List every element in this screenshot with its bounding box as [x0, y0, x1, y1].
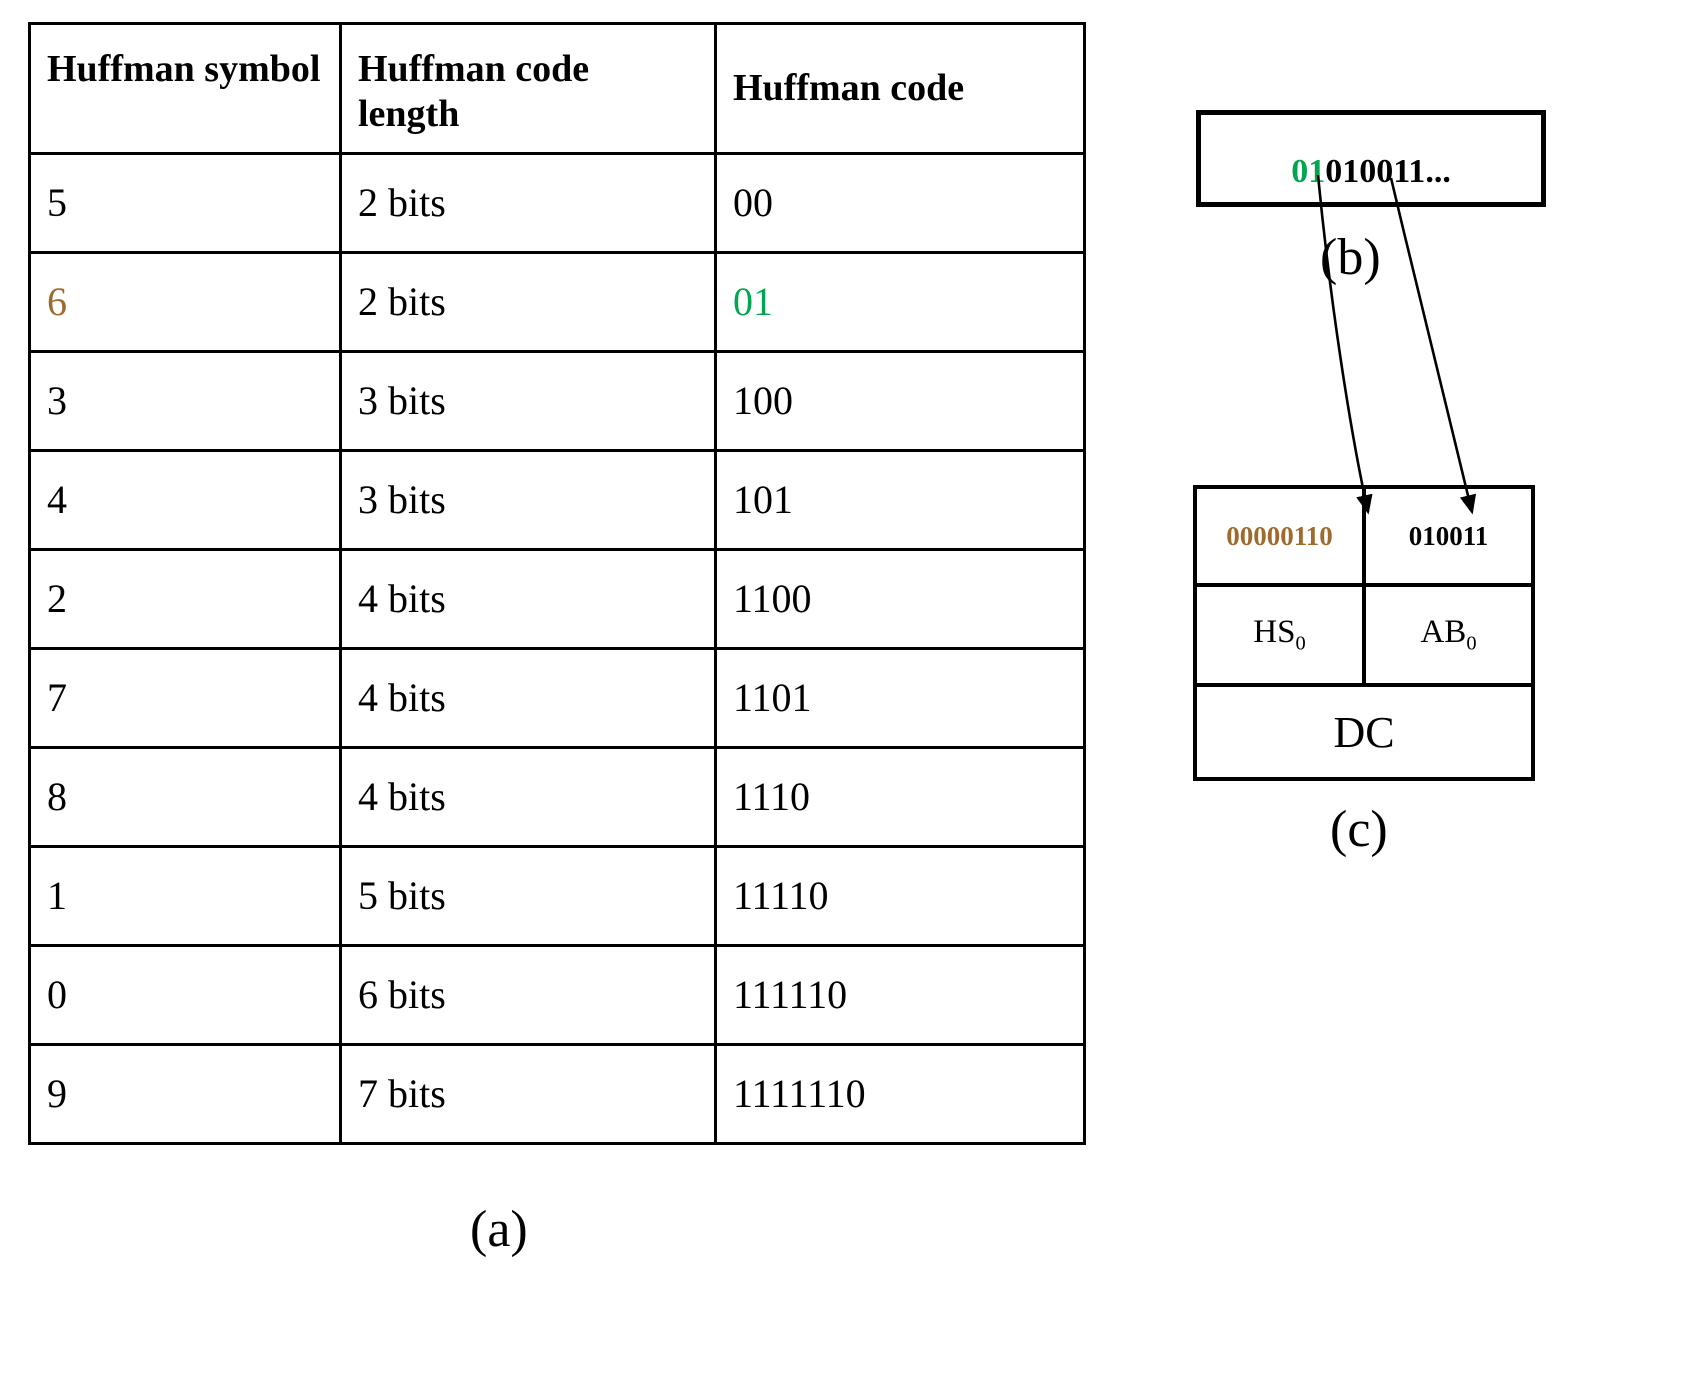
- cell-huffman-symbol: 6: [28, 251, 342, 353]
- bitstream-box: 01010011...: [1196, 110, 1546, 207]
- field-name-ab-subscript: 0: [1466, 632, 1477, 655]
- cell-huffman-code-length: 3 bits: [339, 449, 717, 551]
- cell-huffman-code: 1100: [714, 548, 1086, 650]
- huffman-code-table: Huffman symbol Huffman code length Huffm…: [28, 22, 1086, 1145]
- cell-huffman-code: 00: [714, 152, 1086, 254]
- cell-huffman-code: 101: [714, 449, 1086, 551]
- cell-huffman-symbol: 7: [28, 647, 342, 749]
- cell-huffman-symbol: 9: [28, 1043, 342, 1145]
- cell-huffman-code: 111110: [714, 944, 1086, 1046]
- cell-huffman-symbol: 4: [28, 449, 342, 551]
- decoded-bits-row: 00000110 010011: [1193, 485, 1535, 587]
- cell-huffman-symbol: 5: [28, 152, 342, 254]
- field-name-hs-text: HS: [1253, 614, 1296, 651]
- cell-huffman-code-length: 4 bits: [339, 746, 717, 848]
- cell-huffman-code: 01: [714, 251, 1086, 353]
- cell-huffman-code-length: 4 bits: [339, 548, 717, 650]
- decoded-bits-hs: 00000110: [1193, 485, 1366, 587]
- cell-huffman-symbol: 0: [28, 944, 342, 1046]
- decoded-field-name-hs: HS0: [1193, 583, 1366, 687]
- decoded-bits-ab: 010011: [1362, 485, 1535, 587]
- cell-huffman-symbol: 2: [28, 548, 342, 650]
- cell-huffman-code-length: 5 bits: [339, 845, 717, 947]
- panel-label-a: (a): [470, 1201, 528, 1258]
- column-header-huffman-code: Huffman code: [714, 22, 1086, 155]
- panel-label-b: (b): [1320, 229, 1381, 286]
- cell-huffman-code-length: 2 bits: [339, 152, 717, 254]
- field-name-hs-subscript: 0: [1295, 632, 1306, 655]
- column-header-huffman-symbol: Huffman symbol: [28, 22, 342, 155]
- panel-label-c: (c): [1330, 801, 1388, 858]
- cell-huffman-symbol: 8: [28, 746, 342, 848]
- cell-huffman-code: 1110: [714, 746, 1086, 848]
- cell-huffman-code-length: 3 bits: [339, 350, 717, 452]
- field-name-ab-text: AB: [1420, 614, 1467, 651]
- cell-huffman-code: 1111110: [714, 1043, 1086, 1145]
- decoded-fields-box: 00000110 010011 HS0 AB0 DC: [1193, 485, 1535, 781]
- column-header-huffman-code-length: Huffman code length: [339, 22, 717, 155]
- cell-huffman-code: 100: [714, 350, 1086, 452]
- cell-huffman-symbol: 3: [28, 350, 342, 452]
- decoded-names-row: HS0 AB0: [1193, 583, 1535, 687]
- bitstream-text: 01010011...: [1201, 153, 1541, 191]
- cell-huffman-symbol: 1: [28, 845, 342, 947]
- cell-huffman-code-length: 2 bits: [339, 251, 717, 353]
- decoded-field-name-ab: AB0: [1362, 583, 1535, 687]
- arrow-to-hs-field: [1316, 174, 1373, 515]
- cell-huffman-code-length: 6 bits: [339, 944, 717, 1046]
- decoded-footer-dc: DC: [1193, 683, 1535, 781]
- bitstream-remainder: 010011: [1325, 153, 1426, 190]
- arrow-to-ab-field: [1389, 177, 1477, 515]
- bitstream-highlighted-prefix: 01: [1291, 153, 1326, 190]
- cell-huffman-code: 1101: [714, 647, 1086, 749]
- decoded-fields-table: 00000110 010011 HS0 AB0 DC: [1193, 485, 1535, 781]
- bitstream-ellipsis: ...: [1425, 153, 1451, 190]
- cell-huffman-code: 11110: [714, 845, 1086, 947]
- cell-huffman-code-length: 7 bits: [339, 1043, 717, 1145]
- table-header-row: Huffman symbol Huffman code length Huffm…: [28, 22, 1086, 155]
- decoded-footer-row: DC: [1193, 683, 1535, 781]
- cell-huffman-code-length: 4 bits: [339, 647, 717, 749]
